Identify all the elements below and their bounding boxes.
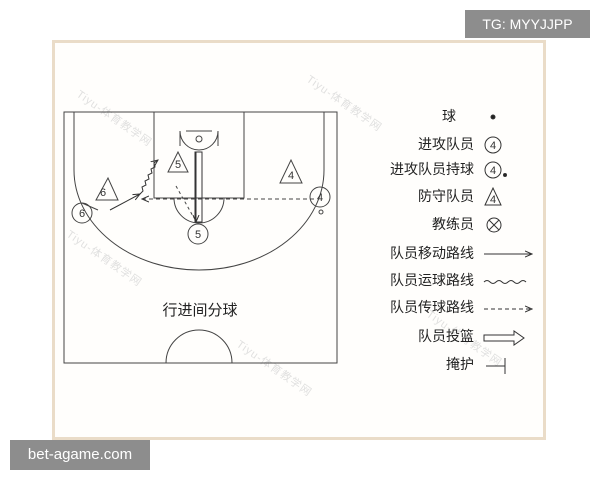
diagram-caption: 行进间分球	[162, 301, 237, 319]
legend-attacker-ball: 进攻队员持球	[390, 162, 474, 178]
legend-pass: 队员传球路线	[390, 300, 474, 316]
label-attacker-left: 6	[79, 208, 85, 220]
attacker-low	[187, 223, 209, 245]
legend-shot: 队员投篮	[418, 329, 474, 345]
label-attacker-top: 5	[175, 159, 181, 171]
legend-attacker-number: 4	[490, 140, 496, 152]
attacker-top	[167, 150, 189, 173]
site-badge: bet-agame.com	[10, 440, 150, 470]
legend-shot-icon	[483, 330, 525, 346]
diagram-frame	[52, 40, 546, 440]
legend-ball: 球	[442, 109, 456, 125]
three-point-line	[73, 112, 325, 271]
legend-defender: 防守队员	[418, 189, 474, 205]
basket-ring	[195, 135, 203, 143]
free-throw-circle	[173, 197, 225, 224]
legend-attacker: 进攻队员	[418, 137, 474, 153]
label-attacker-right: 4	[317, 192, 323, 204]
attacker-left-tail	[81, 202, 99, 211]
legend-dribble-icon	[483, 280, 527, 284]
legend-attacker-ball-dot	[503, 173, 507, 177]
legend-attacker-icon	[484, 136, 502, 154]
legend-attacker-ball-icon	[484, 161, 502, 179]
dribble-path	[139, 160, 158, 195]
attacker-right-ball	[318, 209, 324, 215]
legend-defender-icon	[484, 186, 502, 206]
legend-dribble: 队员运球路线	[390, 273, 474, 289]
legend-coach-icon	[486, 217, 502, 233]
label-attacker-low: 5	[195, 229, 201, 241]
label-defender-left: 6	[100, 187, 106, 199]
tg-badge: TG: MYYJJPP	[465, 10, 590, 38]
legend-attacker-ball-number: 4	[490, 165, 496, 177]
free-throw-lane	[153, 111, 245, 199]
pass-line-small	[175, 185, 195, 219]
cut-lane	[194, 151, 203, 223]
legend-move: 队员移动路线	[390, 246, 474, 262]
legend-screen: 掩护	[446, 357, 474, 373]
defender-right	[279, 158, 303, 184]
move-line	[109, 194, 140, 211]
defender-left	[95, 176, 119, 201]
attacker-right	[309, 186, 331, 208]
legend-coach: 教练员	[432, 217, 474, 233]
label-defender-right: 4	[288, 170, 294, 182]
legend-ball-icon	[490, 114, 496, 120]
basket-semicircle	[179, 130, 219, 151]
legend-defender-number: 4	[490, 194, 496, 206]
legend-coach-cross	[488, 219, 500, 231]
center-circle	[165, 329, 233, 364]
